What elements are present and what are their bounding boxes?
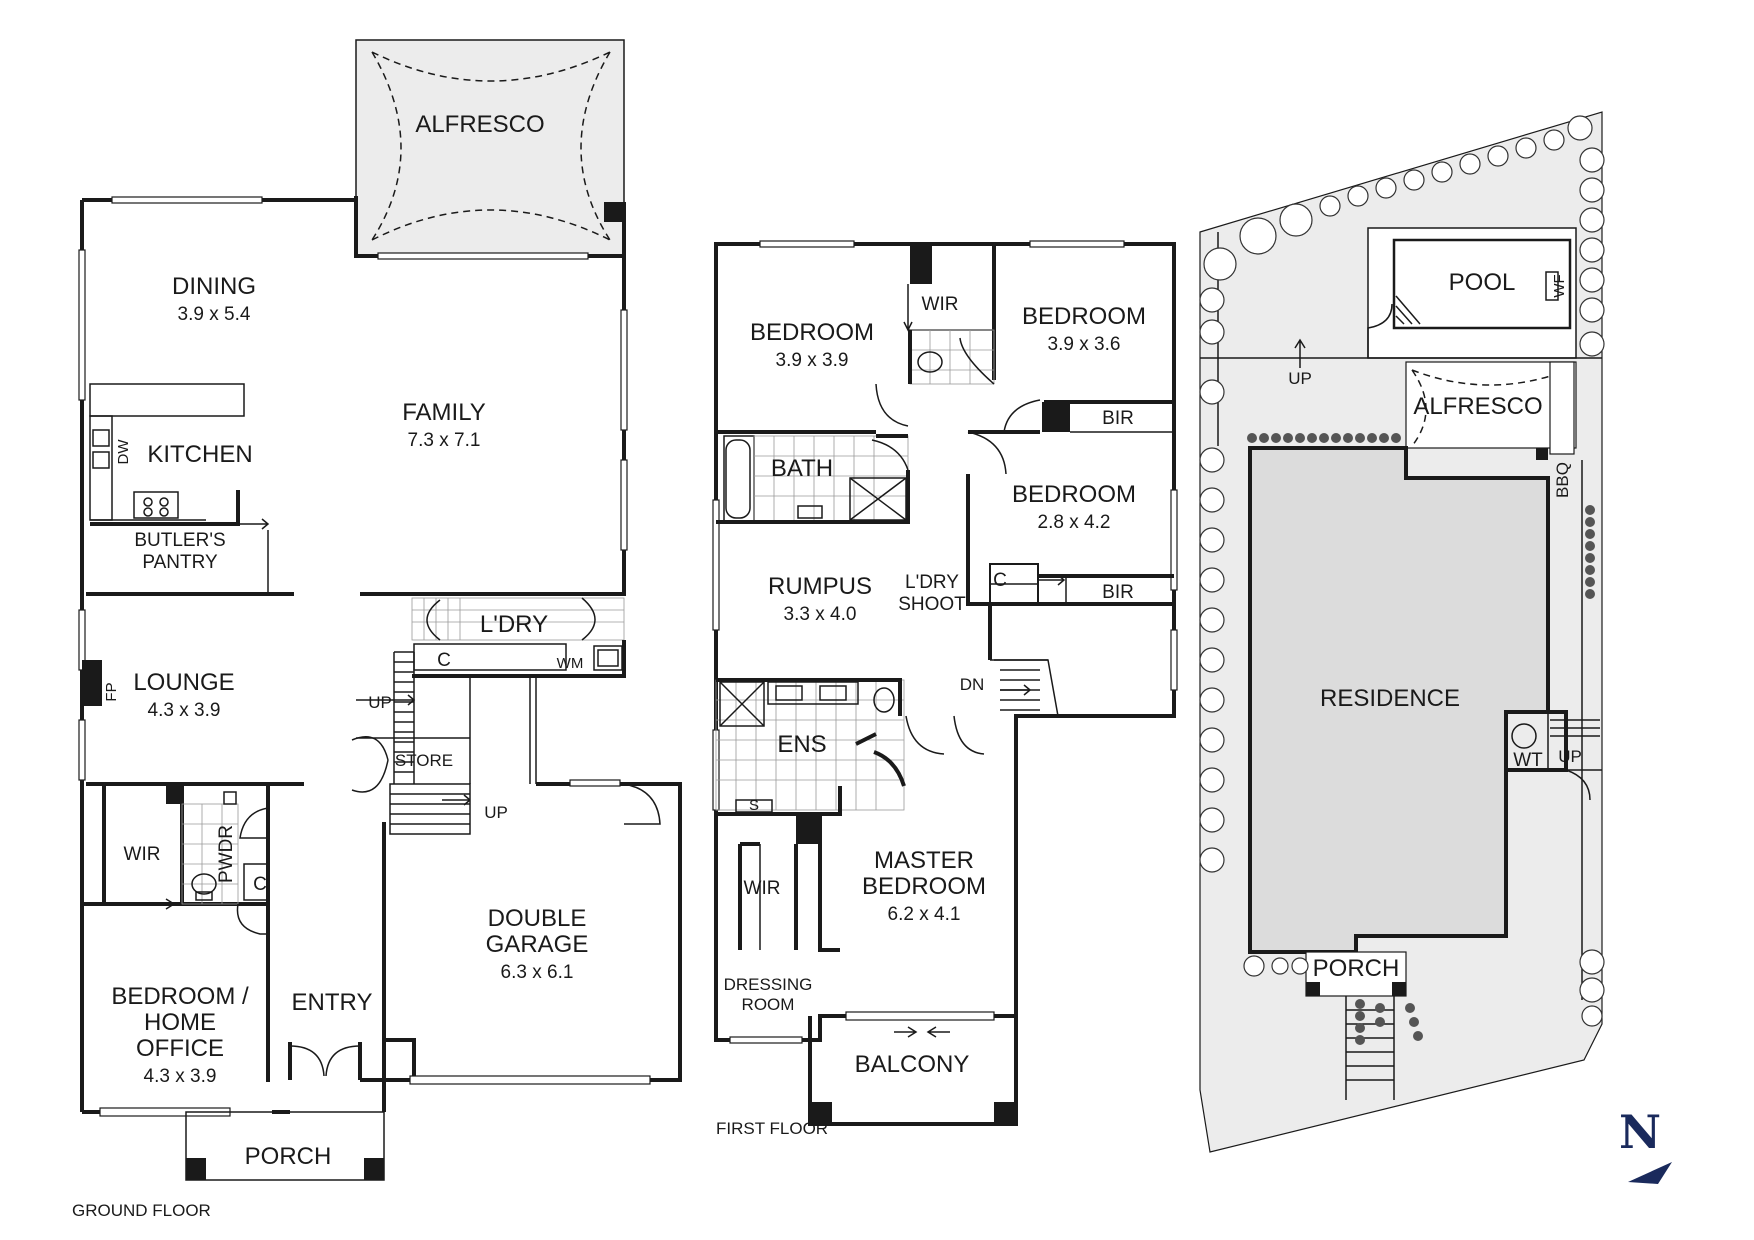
hedge-icons bbox=[1247, 433, 1595, 1045]
bedroom-office-line2: HOME bbox=[144, 1009, 216, 1036]
bbq-label: BBQ bbox=[1553, 462, 1572, 498]
ground-alfresco-label: ALFRESCO bbox=[415, 111, 544, 138]
first-c-label: C bbox=[993, 570, 1007, 591]
site-alfresco-label: ALFRESCO bbox=[1413, 393, 1542, 420]
lounge-size: 4.3 x 3.9 bbox=[148, 700, 221, 721]
wf-label: WF bbox=[1551, 274, 1568, 297]
tree-icons bbox=[1199, 115, 1605, 1027]
family-size: 7.3 x 7.1 bbox=[408, 430, 481, 451]
family-label: FAMILY bbox=[402, 399, 486, 426]
c2-label: C bbox=[253, 874, 267, 895]
ground-porch-label: PORCH bbox=[245, 1143, 332, 1170]
bedroom-3-label: BEDROOM bbox=[1012, 481, 1136, 508]
north-label: N bbox=[1619, 1105, 1661, 1159]
bedroom-2-size: 3.9 x 3.6 bbox=[1048, 334, 1121, 355]
bedroom-office-size: 4.3 x 3.9 bbox=[144, 1066, 217, 1087]
butlers-pantry-line1: BUTLER'S bbox=[134, 530, 225, 551]
site-porch-label: PORCH bbox=[1313, 955, 1400, 982]
ground-floor-caption: GROUND FLOOR bbox=[72, 1201, 211, 1220]
first-wir-2-label: WIR bbox=[744, 878, 781, 899]
wt-label: WT bbox=[1513, 750, 1543, 771]
bir-2-label: BIR bbox=[1102, 582, 1134, 603]
master-line2: BEDROOM bbox=[862, 873, 986, 900]
bir-1-label: BIR bbox=[1102, 408, 1134, 429]
garage-size: 6.3 x 6.1 bbox=[501, 962, 574, 983]
ground-alfresco-area bbox=[355, 39, 625, 257]
dining-label: DINING bbox=[172, 273, 256, 300]
kitchen-label: KITCHEN bbox=[147, 441, 252, 468]
ground-wir-label: WIR bbox=[124, 844, 161, 865]
rumpus-size: 3.3 x 4.0 bbox=[784, 604, 857, 625]
entry-label: ENTRY bbox=[292, 989, 373, 1016]
balcony-label: BALCONY bbox=[855, 1051, 970, 1078]
c1-label: C bbox=[437, 650, 451, 671]
ldry-shoot-line1: L'DRY bbox=[905, 572, 959, 593]
first-floor-plan: BEDROOM 3.9 x 3.9 WIR BEDROOM 3.9 x 3.6 … bbox=[712, 240, 1178, 1138]
laundry-label: L'DRY bbox=[480, 611, 548, 638]
dressing-line2: ROOM bbox=[742, 995, 795, 1014]
bedroom-3-size: 2.8 x 4.2 bbox=[1038, 512, 1111, 533]
north-arrow-icon: N bbox=[1619, 1105, 1672, 1184]
bedroom-1-size: 3.9 x 3.9 bbox=[776, 350, 849, 371]
up2-label: UP bbox=[484, 803, 508, 822]
residence-label: RESIDENCE bbox=[1320, 685, 1460, 712]
site-up1-label: UP bbox=[1288, 369, 1312, 388]
up1-label: UP bbox=[368, 693, 392, 712]
site-plan: POOL WF UP ALFRESCO BBQ RESIDENCE WT UP … bbox=[1199, 111, 1672, 1184]
dressing-line1: DRESSING bbox=[724, 975, 813, 994]
bedroom-2-label: BEDROOM bbox=[1022, 303, 1146, 330]
bath-label: BATH bbox=[771, 455, 833, 482]
ldry-shoot-line2: SHOOT bbox=[898, 594, 966, 615]
wm-label: WM bbox=[557, 655, 584, 672]
dining-size: 3.9 x 5.4 bbox=[178, 304, 251, 325]
bedroom-office-line1: BEDROOM / bbox=[111, 983, 249, 1010]
butlers-pantry-line2: PANTRY bbox=[142, 552, 218, 573]
bedroom-office-line3: OFFICE bbox=[136, 1035, 224, 1062]
master-size: 6.2 x 4.1 bbox=[888, 904, 961, 925]
first-wir-1-label: WIR bbox=[922, 294, 959, 315]
garage-line1: DOUBLE bbox=[488, 905, 587, 932]
dw-label: DW bbox=[115, 439, 132, 465]
powder-label: PWDR bbox=[216, 825, 237, 883]
fp-label: FP bbox=[103, 682, 120, 701]
master-line1: MASTER bbox=[874, 847, 974, 874]
ens-label: ENS bbox=[777, 731, 826, 758]
store-label: STORE bbox=[395, 751, 453, 770]
rumpus-label: RUMPUS bbox=[768, 573, 872, 600]
dn-label: DN bbox=[960, 675, 985, 694]
ground-floor-plan: ALFRESCO DINING 3.9 x 5.4 FAMILY 7.3 x 7… bbox=[72, 39, 682, 1220]
garage-line2: GARAGE bbox=[486, 931, 589, 958]
pool-label: POOL bbox=[1449, 269, 1516, 296]
site-up2-label: UP bbox=[1558, 747, 1582, 766]
bedroom-1-label: BEDROOM bbox=[750, 319, 874, 346]
lounge-label: LOUNGE bbox=[133, 669, 234, 696]
s-label: S bbox=[749, 797, 759, 814]
first-floor-caption: FIRST FLOOR bbox=[716, 1119, 828, 1138]
